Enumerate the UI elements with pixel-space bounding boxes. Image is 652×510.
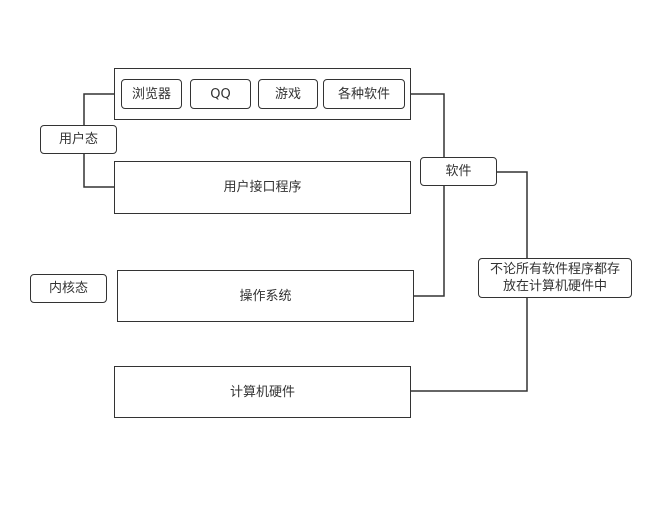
- note-line-2: 放在计算机硬件中: [502, 279, 607, 294]
- edge-apps-group-to-software: [411, 93, 445, 157]
- edge-software-to-note: [497, 171, 528, 258]
- kernel-mode-label: 内核态: [48, 281, 88, 296]
- game-node: 游戏: [258, 79, 318, 109]
- edge-user-mode-to-apps-group: [83, 93, 114, 125]
- note-node: 不论所有软件程序都存 放在计算机硬件中: [478, 258, 632, 298]
- qq-node: QQ: [190, 79, 251, 109]
- os-label: 操作系统: [239, 288, 292, 304]
- user-interface-node: 用户接口程序: [114, 161, 411, 214]
- software-label: 软件: [445, 164, 472, 179]
- qq-label: QQ: [210, 86, 231, 102]
- apps-node: 各种软件: [323, 79, 405, 109]
- edge-user-mode-to-user-interface: [83, 154, 114, 188]
- note-line-1: 不论所有软件程序都存: [489, 262, 620, 277]
- software-node: 软件: [420, 157, 497, 186]
- browser-node: 浏览器: [121, 79, 182, 109]
- browser-label: 浏览器: [131, 86, 171, 102]
- kernel-mode-node: 内核态: [30, 274, 107, 303]
- hardware-label: 计算机硬件: [229, 384, 295, 400]
- game-label: 游戏: [274, 86, 301, 102]
- apps-label: 各种软件: [337, 86, 390, 102]
- user-interface-label: 用户接口程序: [223, 180, 302, 195]
- user-mode-label: 用户态: [58, 132, 98, 147]
- edge-note-to-hardware: [411, 298, 528, 392]
- hardware-node: 计算机硬件: [114, 366, 411, 418]
- user-mode-node: 用户态: [40, 125, 117, 154]
- edge-software-to-os: [414, 186, 445, 297]
- os-node: 操作系统: [117, 270, 414, 322]
